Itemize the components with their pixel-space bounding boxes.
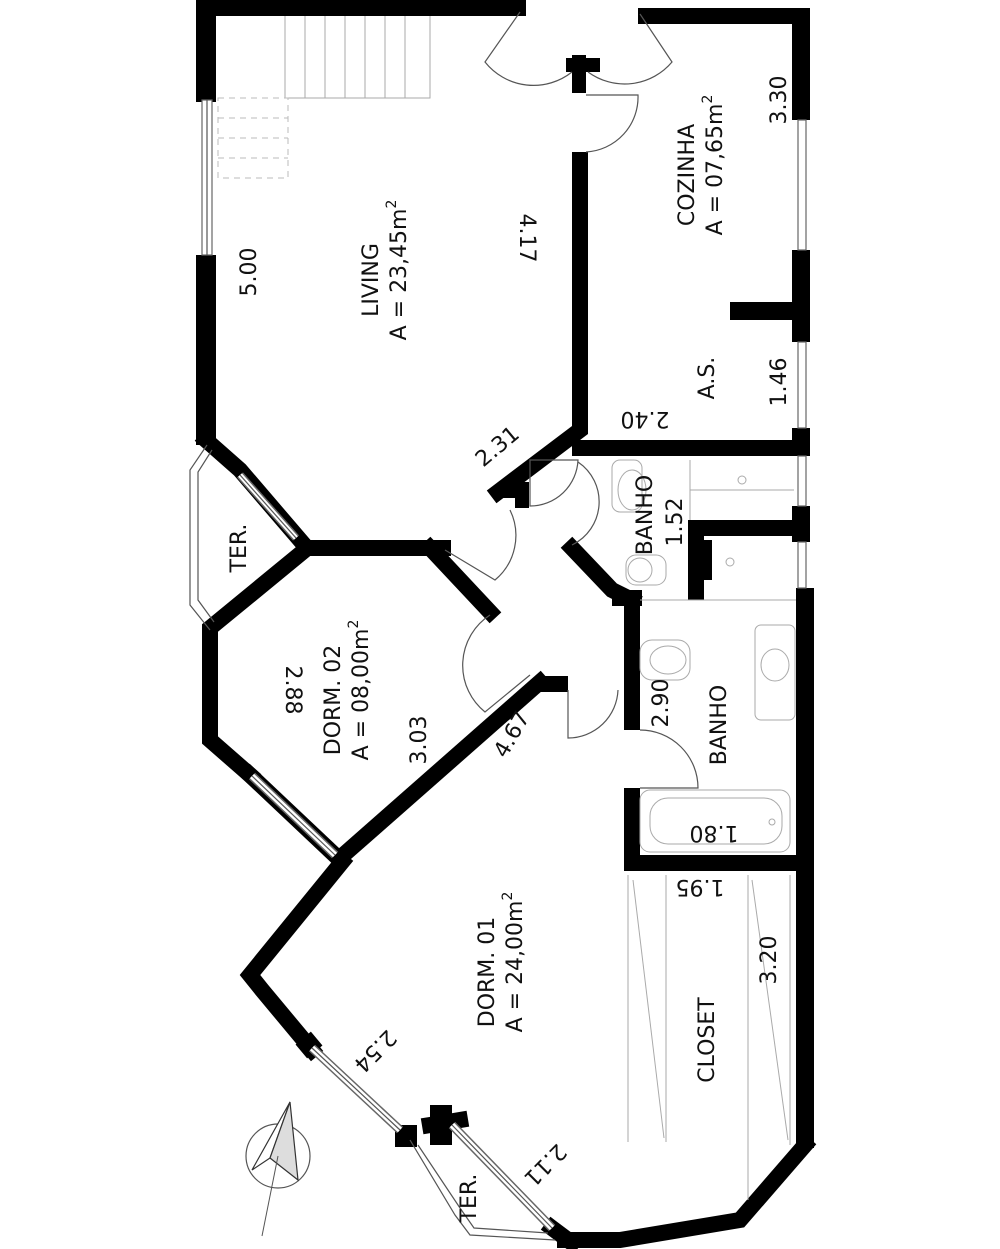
dim-living-depth: 4.17 (514, 214, 539, 263)
dim-dorm01-win1: 2.54 (348, 1024, 400, 1076)
dim-as-width: 1.46 (767, 358, 792, 407)
ter1-label: TER. (227, 524, 252, 574)
dorm02-label: DORM. 02 (321, 645, 346, 756)
dim-closet-depth: 1.95 (676, 874, 725, 899)
cozinha-area: A = 07,65m2 (700, 95, 728, 236)
dim-closet-width: 3.20 (757, 936, 782, 985)
doors (444, 11, 699, 789)
dim-banho2-width: 2.90 (649, 679, 674, 728)
windows (201, 99, 807, 1232)
as-label: A.S. (695, 357, 720, 400)
living-area: A = 23,45m2 (384, 200, 412, 341)
banho1-label: BANHO (633, 475, 658, 555)
dorm02-area: A = 08,00m2 (346, 620, 374, 761)
room-labels: LIVING A = 23,45m2 COZINHA A = 07,65m2 A… (227, 95, 732, 1224)
dim-banho2-depth: 1.80 (690, 820, 739, 845)
bathroom-fixtures (611, 459, 796, 1200)
dim-dorm01-win2: 2.11 (518, 1138, 570, 1190)
north-arrow-icon (245, 1101, 311, 1237)
terrace-outline (189, 444, 556, 1241)
dim-hall-diag: 2.31 (471, 422, 525, 473)
dim-cozinha-width: 3.30 (767, 76, 792, 125)
dim-as-depth: 2.40 (621, 406, 670, 431)
cozinha-label: COZINHA (675, 124, 700, 226)
closet-label: CLOSET (695, 997, 720, 1083)
dorm01-area: A = 24,00m2 (500, 892, 528, 1033)
banho2-label: BANHO (707, 685, 732, 765)
stairs (217, 11, 431, 179)
dorm01-label: DORM. 01 (475, 917, 500, 1028)
living-label: LIVING (359, 243, 384, 317)
dim-dorm02-a: 2.88 (280, 666, 305, 715)
dim-dorm02-b: 3.03 (407, 716, 432, 765)
dim-living-width: 5.00 (237, 248, 262, 297)
dim-banho1-width: 1.52 (663, 498, 688, 547)
ter2-label: TER. (457, 1174, 482, 1224)
